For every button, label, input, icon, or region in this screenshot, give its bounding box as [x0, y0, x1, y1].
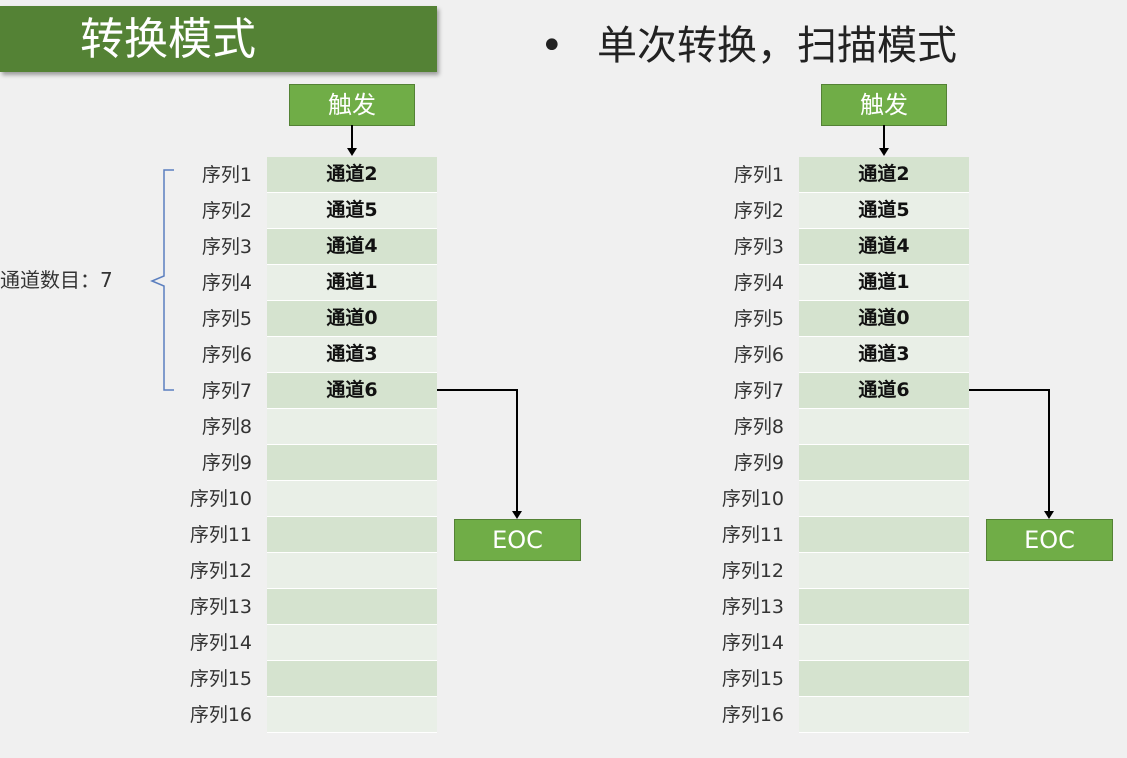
sequence-label: 序列9 — [201, 452, 252, 474]
title-banner: 转换模式 — [0, 6, 437, 72]
eoc-connector-v — [1048, 389, 1050, 511]
sequence-channel-cell: 通道0 — [799, 301, 969, 337]
sequence-channel-cell — [267, 661, 437, 697]
sequence-label: 序列14 — [189, 632, 252, 654]
sequence-label: 序列1 — [201, 164, 252, 186]
sequence-label: 序列7 — [733, 380, 784, 402]
sequence-label: 序列13 — [189, 596, 252, 618]
page-title: 转换模式 — [80, 14, 256, 65]
sequence-label: 序列8 — [733, 416, 784, 438]
sequence-label: 序列8 — [201, 416, 252, 438]
sequence-label: 序列16 — [189, 704, 252, 726]
eoc-box: EOC — [454, 519, 581, 561]
sequence-label: 序列16 — [721, 704, 784, 726]
sequence-channel-cell: 通道3 — [267, 337, 437, 373]
sequence-channel-cell — [267, 481, 437, 517]
sequence-label: 序列3 — [201, 236, 252, 258]
trigger-connector — [351, 125, 353, 149]
arrow-down-icon — [879, 148, 889, 156]
sequence-label: 序列11 — [721, 524, 784, 546]
arrow-down-icon — [512, 511, 522, 519]
sequence-channel-cell — [267, 553, 437, 589]
sequence-label: 序列5 — [733, 308, 784, 330]
sequence-channel-cell — [799, 553, 969, 589]
sequence-channel-cell — [267, 517, 437, 553]
sequence-channel-cell: 通道0 — [267, 301, 437, 337]
sequence-channel-cell — [799, 697, 969, 733]
eoc-connector-h — [969, 389, 1050, 391]
sequence-label: 序列12 — [189, 560, 252, 582]
sequence-label: 序列10 — [189, 488, 252, 510]
trigger-connector — [883, 125, 885, 149]
sequence-channel-cell: 通道5 — [799, 193, 969, 229]
sequence-channel-cell: 通道6 — [267, 373, 437, 409]
sequence-channel-cell — [799, 481, 969, 517]
sequence-channel-cell: 通道5 — [267, 193, 437, 229]
sequence-label: 序列7 — [201, 380, 252, 402]
sequence-channel-cell — [799, 661, 969, 697]
sequence-channel-cell: 通道6 — [799, 373, 969, 409]
sequence-channel-cell — [799, 625, 969, 661]
sequence-channel-cell — [267, 445, 437, 481]
sequence-channel-cell — [267, 697, 437, 733]
sequence-channel-cell — [267, 589, 437, 625]
sequence-channel-cell — [799, 409, 969, 445]
sequence-channel-cell: 通道1 — [799, 265, 969, 301]
bullet-dot: • — [540, 23, 564, 69]
sequence-channel-cell — [267, 625, 437, 661]
right-diagram: 触发 序列1 通道2 序列2 通道5 序列3 通道4 序列4 通道1 序列5 通道0 序列6 通道3 序… — [532, 0, 1113, 758]
eoc-box: EOC — [986, 519, 1113, 561]
sequence-label: 序列6 — [201, 344, 252, 366]
sequence-channel-cell: 通道1 — [267, 265, 437, 301]
sequence-label: 序列2 — [733, 200, 784, 222]
sequence-label: 序列11 — [189, 524, 252, 546]
sequence-label: 序列10 — [721, 488, 784, 510]
sequence-label: 序列3 — [733, 236, 784, 258]
sequence-label: 序列9 — [733, 452, 784, 474]
channel-count-label: 通道数目：7 — [0, 268, 113, 292]
sequence-channel-cell: 通道2 — [267, 157, 437, 193]
bracket-brace-icon — [150, 169, 174, 391]
sequence-label: 序列12 — [721, 560, 784, 582]
mode-subtitle: 单次转换，扫描模式 — [597, 23, 957, 69]
sequence-channel-cell — [267, 409, 437, 445]
sequence-label: 序列6 — [733, 344, 784, 366]
sequence-channel-cell — [799, 445, 969, 481]
eoc-connector-h — [437, 389, 518, 391]
arrow-down-icon — [1044, 511, 1054, 519]
sequence-label: 序列2 — [201, 200, 252, 222]
sequence-label: 序列14 — [721, 632, 784, 654]
sequence-label: 序列15 — [721, 668, 784, 690]
sequence-label: 序列1 — [733, 164, 784, 186]
sequence-channel-cell — [799, 589, 969, 625]
sequence-label: 序列13 — [721, 596, 784, 618]
left-diagram: 通道数目：7 触发 序列1 通道2 序列2 通道5 序列3 通道4 序列4 通道1 序列5 通道0… — [0, 84, 581, 733]
sequence-channel-cell: 通道2 — [799, 157, 969, 193]
sequence-label: 序列4 — [733, 272, 784, 294]
trigger-box: 触发 — [821, 84, 947, 126]
sequence-channel-cell: 通道4 — [267, 229, 437, 265]
sequence-label: 序列5 — [201, 308, 252, 330]
trigger-box: 触发 — [289, 84, 415, 126]
eoc-connector-v — [516, 389, 518, 511]
sequence-channel-cell — [799, 517, 969, 553]
sequence-label: 序列4 — [201, 272, 252, 294]
sequence-channel-cell: 通道4 — [799, 229, 969, 265]
sequence-channel-cell: 通道3 — [799, 337, 969, 373]
sequence-label: 序列15 — [189, 668, 252, 690]
arrow-down-icon — [347, 148, 357, 156]
